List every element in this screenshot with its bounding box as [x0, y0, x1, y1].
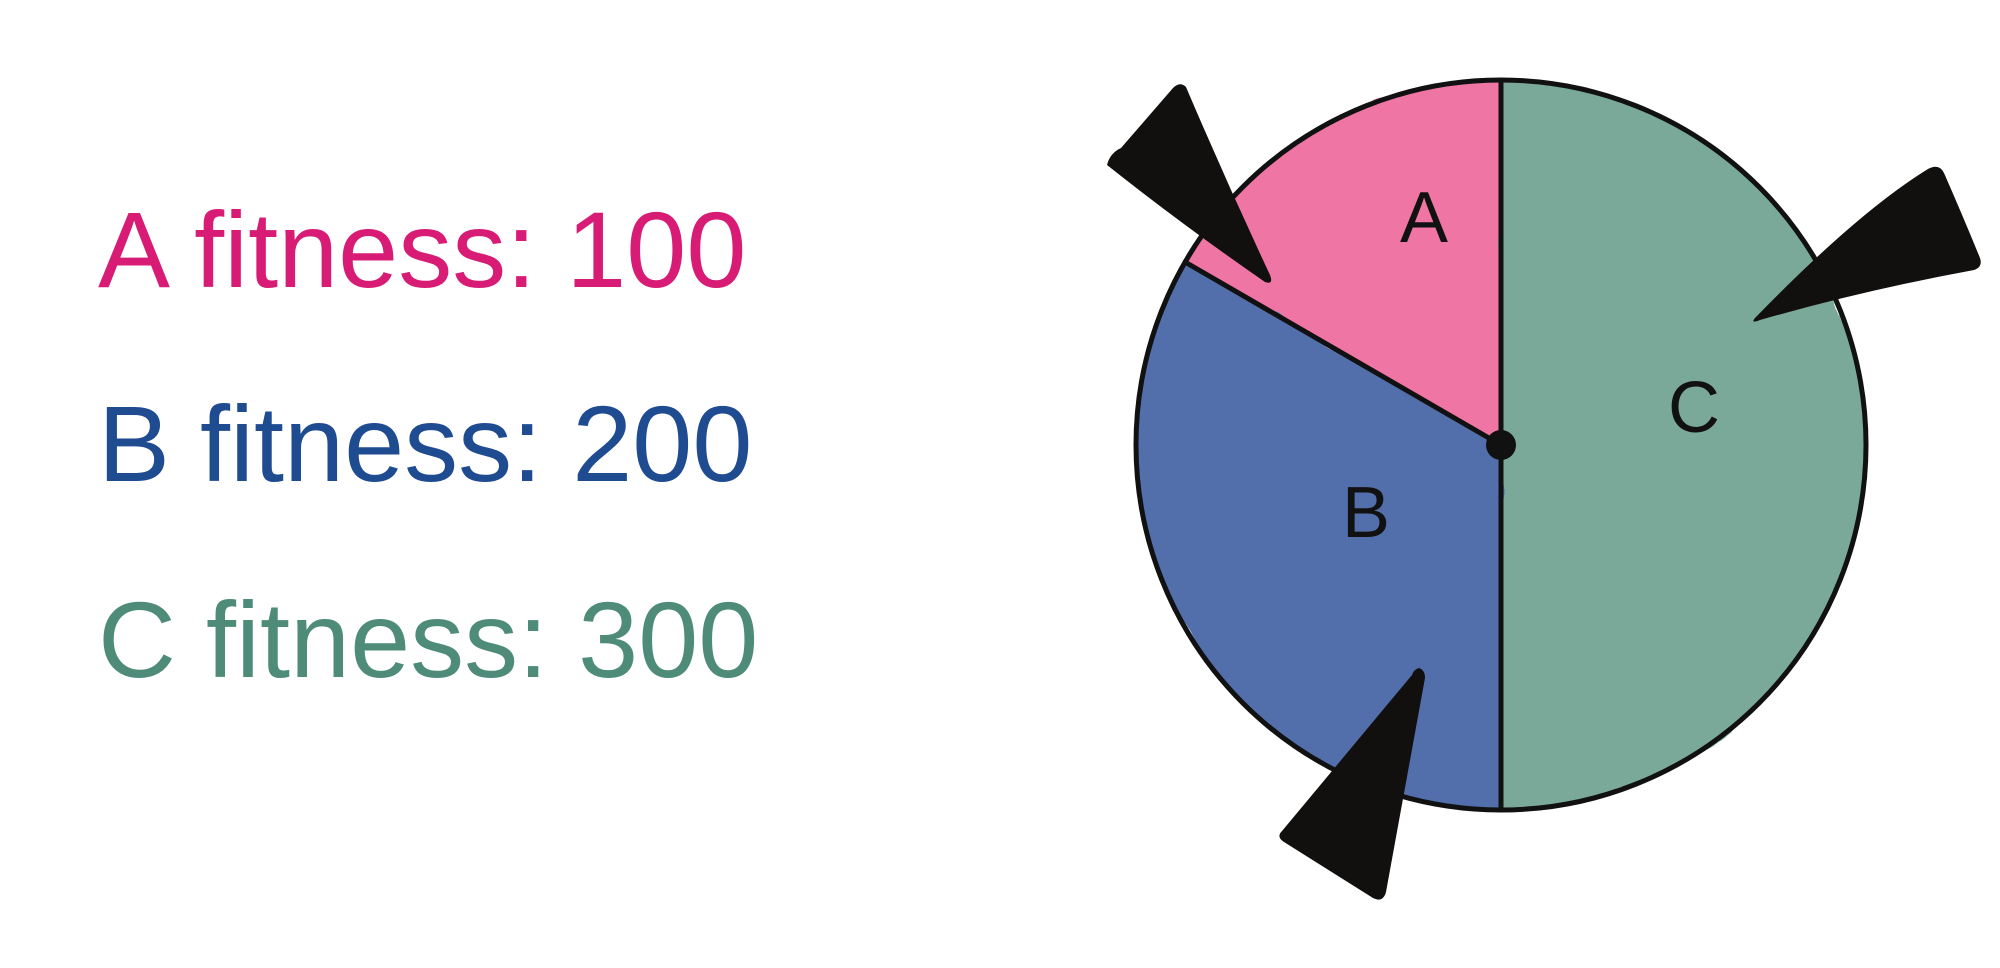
segment-c: [1501, 80, 1866, 810]
pointer-upper-right: [1753, 166, 1981, 322]
wheel-pointers: [1107, 84, 1981, 900]
fitness-b-label: B fitness: 200: [98, 383, 753, 504]
divider-left: [1182, 259, 1504, 448]
segment-a-label: A: [1400, 178, 1448, 258]
segment-a: [1184, 80, 1501, 445]
fitness-a-label: A fitness: 100: [98, 189, 747, 310]
pointer-upper-left: [1107, 84, 1272, 283]
wheel-hub: [1486, 430, 1516, 460]
segment-b-label: B: [1342, 473, 1390, 553]
segment-c-label: C: [1668, 368, 1720, 448]
wheel-segments: [1135, 80, 1866, 810]
pointer-bottom: [1279, 668, 1425, 900]
fitness-c-label: C fitness: 300: [98, 579, 759, 700]
roulette-wheel-svg: A B C: [1107, 77, 1981, 900]
roulette-wheel-diagram: A B C: [1080, 60, 2000, 940]
segment-b: [1135, 262, 1501, 810]
